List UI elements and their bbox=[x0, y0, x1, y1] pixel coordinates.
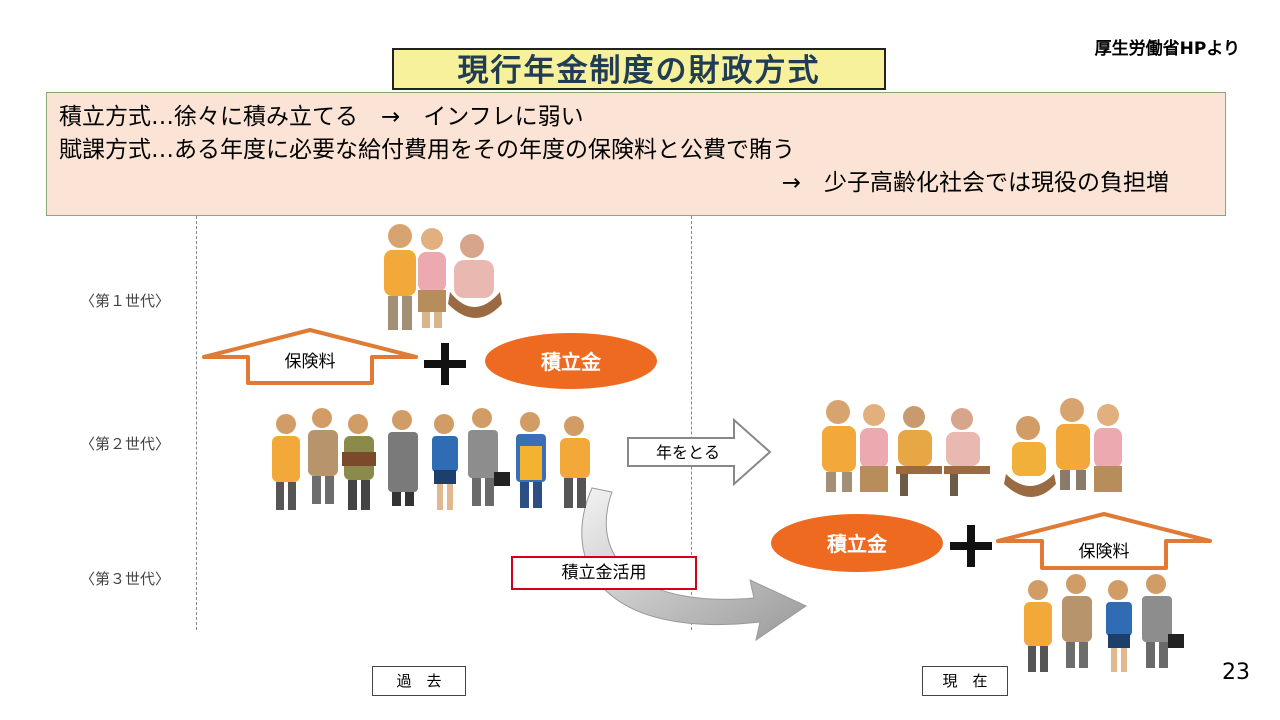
timeline-present-label: 現 在 bbox=[922, 666, 1008, 696]
second-generation-workers-illustration bbox=[272, 408, 590, 510]
left-premium-label: 保険料 bbox=[285, 352, 336, 372]
right-fund-ellipse: 積立金 bbox=[771, 514, 943, 572]
present-elderly-illustration bbox=[822, 398, 1122, 497]
generation-label-1: 〈第１世代〉 bbox=[80, 292, 171, 310]
present-workers-illustration bbox=[1024, 574, 1184, 672]
slide-title: 現行年金制度の財政方式 bbox=[392, 48, 886, 90]
left-premium-arrow: 保険料 bbox=[202, 328, 418, 385]
aging-arrow: 年をとる bbox=[627, 417, 772, 487]
left-plus-sign bbox=[424, 343, 466, 385]
timeline-past-label: 過 去 bbox=[372, 666, 466, 696]
right-plus-sign bbox=[950, 525, 992, 567]
explanation-line-2: 賦課方式…ある年度に必要な給付費用をその年度の保険料と公費で賄う bbox=[59, 137, 795, 163]
generation-label-2: 〈第２世代〉 bbox=[80, 435, 171, 453]
first-generation-elderly-illustration bbox=[384, 224, 502, 330]
source-note: 厚生労働省HPより bbox=[1094, 39, 1240, 59]
right-premium-label: 保険料 bbox=[1079, 542, 1130, 562]
explanation-box: 積立方式…徐々に積み立てる → インフレに弱い 賦課方式…ある年度に必要な給付費… bbox=[46, 92, 1226, 216]
past-left-divider bbox=[196, 216, 197, 630]
right-fund-label: 積立金 bbox=[827, 532, 888, 556]
aging-arrow-label: 年をとる bbox=[656, 443, 720, 462]
generation-label-3: 〈第３世代〉 bbox=[80, 570, 171, 588]
left-fund-label: 積立金 bbox=[541, 350, 602, 374]
explanation-line-1: 積立方式…徐々に積み立てる → インフレに弱い bbox=[59, 104, 584, 130]
left-fund-ellipse: 積立金 bbox=[485, 333, 657, 389]
page-number: 23 bbox=[1222, 660, 1250, 685]
right-premium-arrow: 保険料 bbox=[996, 512, 1212, 570]
past-present-divider bbox=[691, 216, 692, 630]
explanation-line-3: → 少子高齢化社会では現役の負担増 bbox=[781, 170, 1169, 196]
fund-use-label: 積立金活用 bbox=[511, 556, 697, 590]
